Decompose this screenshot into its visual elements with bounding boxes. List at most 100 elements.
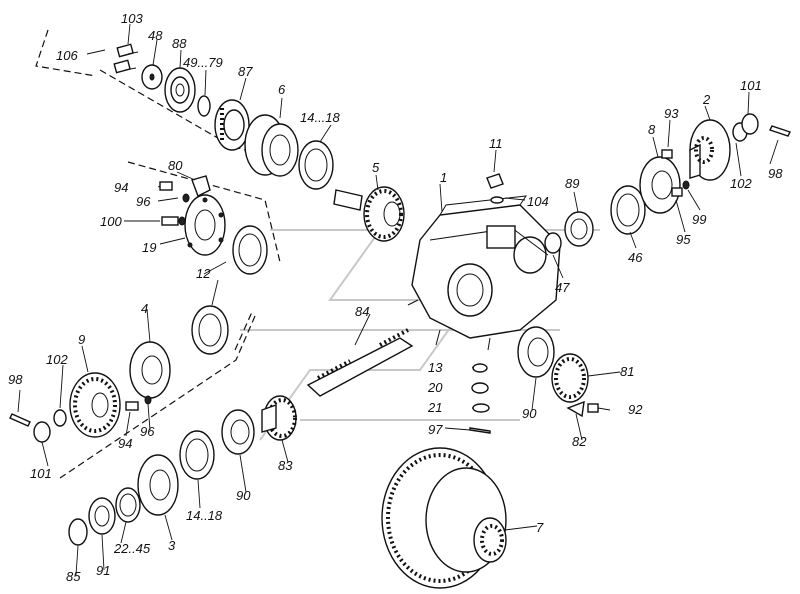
leader-lines: [17, 23, 779, 576]
shim-49-79[interactable]: [197, 95, 211, 117]
label-2: 2: [702, 92, 711, 107]
label-90-right: 90: [522, 406, 537, 421]
shaft-84[interactable]: [306, 328, 414, 397]
label-101-lower: 101: [30, 466, 52, 481]
bearing-91[interactable]: [88, 497, 116, 535]
label-14-18-lower: 14..18: [186, 508, 223, 523]
washer-102-lower[interactable]: [53, 409, 67, 427]
label-49-79: 49...79: [183, 55, 223, 70]
label-47: 47: [555, 280, 570, 295]
bolt-94-top[interactable]: [159, 181, 173, 191]
shim-22-45[interactable]: [115, 487, 141, 523]
label-89: 89: [565, 176, 579, 191]
label-103: 103: [121, 11, 143, 26]
label-92: 92: [628, 402, 643, 417]
bolt-94-lower[interactable]: [125, 401, 139, 411]
pin-97[interactable]: [469, 427, 491, 434]
cup-3[interactable]: [137, 454, 179, 516]
washer-104[interactable]: [490, 196, 504, 204]
label-83: 83: [278, 458, 293, 473]
gasket-12-top[interactable]: [232, 225, 268, 275]
label-106: 106: [56, 48, 78, 63]
label-87: 87: [238, 64, 253, 79]
seal-89[interactable]: [564, 211, 594, 247]
label-9: 9: [78, 332, 85, 347]
pin-98-lower[interactable]: [9, 413, 31, 427]
label-82: 82: [572, 434, 587, 449]
label-3: 3: [168, 538, 176, 553]
ring-47[interactable]: [544, 232, 562, 254]
callout-labels: 103 106 48 88 49...79 87 6 14...18 5 11 …: [8, 11, 783, 584]
shim-14-18-lower[interactable]: [179, 430, 215, 480]
gasket-12-lower[interactable]: [191, 305, 229, 355]
bearing-90-left[interactable]: [221, 409, 255, 455]
cup-6[interactable]: [244, 114, 299, 177]
washer-96-lower[interactable]: [144, 395, 152, 405]
washer-99[interactable]: [682, 180, 690, 190]
label-81: 81: [620, 364, 634, 379]
bearing-90-right[interactable]: [517, 326, 555, 378]
ring-13[interactable]: [472, 363, 488, 373]
label-95: 95: [676, 232, 691, 247]
label-46: 46: [628, 250, 643, 265]
bolt-100[interactable]: [161, 216, 186, 226]
label-14-18-top: 14...18: [300, 110, 341, 125]
label-91: 91: [96, 563, 110, 578]
bolt-95[interactable]: [671, 187, 683, 197]
label-7: 7: [536, 520, 544, 535]
differential-7[interactable]: [381, 447, 507, 589]
washer-48[interactable]: [141, 64, 163, 90]
bolt-93[interactable]: [661, 149, 673, 159]
label-48: 48: [148, 28, 163, 43]
gasket-46[interactable]: [610, 185, 646, 235]
label-99: 99: [692, 212, 706, 227]
label-80: 80: [168, 158, 183, 173]
lock-plate-82[interactable]: [566, 400, 585, 418]
ring-85[interactable]: [68, 518, 88, 546]
housing-1[interactable]: [407, 195, 561, 351]
flange-9[interactable]: [69, 372, 121, 438]
nut-81[interactable]: [551, 353, 589, 403]
cover-8[interactable]: [639, 156, 681, 214]
shim-14-18-top[interactable]: [298, 140, 334, 190]
label-104: 104: [527, 194, 549, 209]
bolt-103[interactable]: [113, 43, 139, 74]
label-6: 6: [278, 82, 286, 97]
cover-4[interactable]: [129, 341, 171, 399]
label-5: 5: [372, 160, 380, 175]
bearing-88[interactable]: [164, 67, 196, 113]
label-98-lower: 98: [8, 372, 23, 387]
label-94-top: 94: [114, 180, 128, 195]
cover-19[interactable]: [184, 194, 226, 256]
pin-98-top[interactable]: [769, 125, 791, 137]
label-94-lower: 94: [118, 436, 132, 451]
ring-21[interactable]: [472, 403, 490, 413]
gear-83[interactable]: [261, 395, 297, 441]
label-93: 93: [664, 106, 679, 121]
label-11: 11: [489, 136, 503, 151]
label-1: 1: [440, 170, 447, 185]
label-22-45: 22..45: [113, 541, 151, 556]
label-85: 85: [66, 569, 81, 584]
plate-80[interactable]: [191, 175, 211, 197]
pinion-5[interactable]: [333, 186, 405, 242]
label-97: 97: [428, 422, 443, 437]
washer-96-top[interactable]: [182, 193, 190, 203]
bolt-92[interactable]: [587, 403, 599, 413]
ring-20[interactable]: [471, 382, 489, 394]
label-13: 13: [428, 360, 443, 375]
label-21: 21: [427, 400, 442, 415]
label-98-top: 98: [768, 166, 783, 181]
nut-101-lower[interactable]: [33, 421, 51, 443]
label-90-left: 90: [236, 488, 251, 503]
label-84: 84: [355, 304, 369, 319]
plug-11[interactable]: [486, 173, 504, 189]
flange-2[interactable]: [689, 119, 731, 181]
label-12: 12: [196, 266, 211, 281]
label-96-top: 96: [136, 194, 151, 209]
label-96-lower: 96: [140, 424, 155, 439]
nut-101-top[interactable]: [741, 113, 759, 135]
label-102-lower: 102: [46, 352, 68, 367]
bearing-87[interactable]: [214, 99, 250, 151]
